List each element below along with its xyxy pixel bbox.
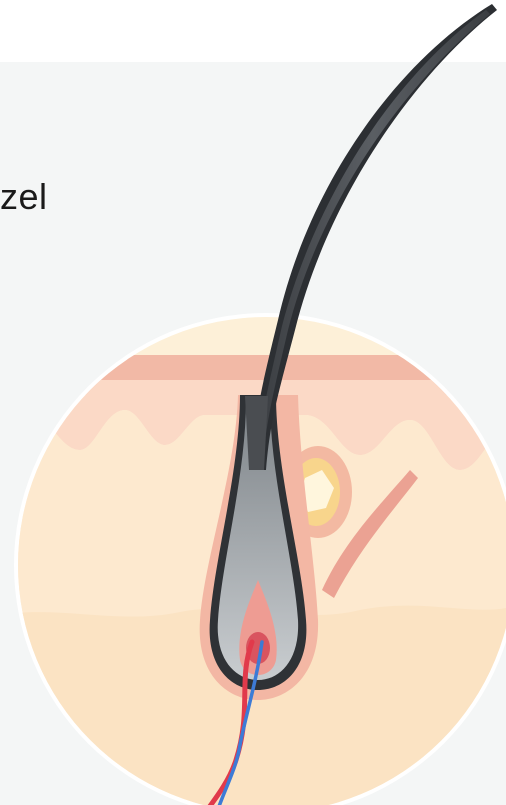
page: zel — [0, 0, 506, 805]
hair-follicle-icon — [0, 0, 506, 805]
